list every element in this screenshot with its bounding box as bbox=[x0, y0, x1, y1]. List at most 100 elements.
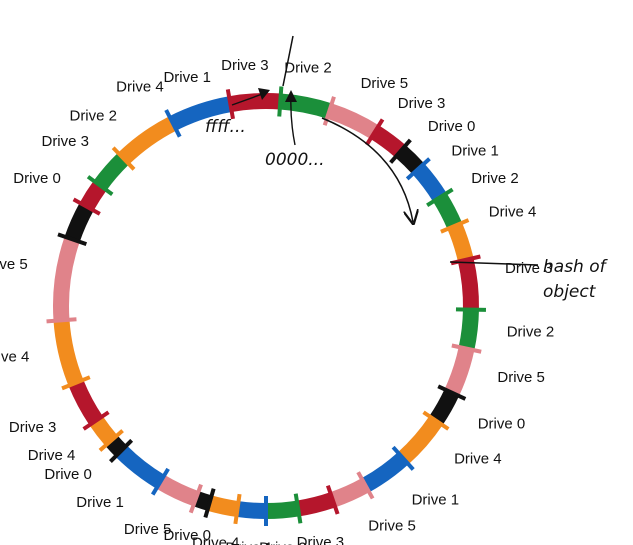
boundary-tick bbox=[46, 317, 77, 324]
drive-label: Drive 3 bbox=[297, 534, 345, 545]
ring-segment-drive-0 bbox=[64, 202, 94, 242]
ring-segment-drive-1 bbox=[115, 445, 165, 489]
object-hash-pointer-line bbox=[449, 261, 539, 266]
boundary-tick bbox=[440, 218, 470, 234]
drive-label: Drive 5 bbox=[368, 517, 416, 534]
drive-label: Drive 5 bbox=[361, 75, 409, 92]
boundary-tick bbox=[72, 197, 101, 216]
ring-segment-drive-4 bbox=[89, 416, 118, 446]
drive-label: Drive 2 bbox=[507, 323, 555, 340]
drive-label: Drive 0 bbox=[163, 527, 211, 544]
drive-label: Drive 4 bbox=[192, 535, 240, 545]
boundary-tick bbox=[61, 375, 91, 391]
boundary-tick bbox=[451, 343, 482, 354]
boundary-tick bbox=[164, 109, 182, 138]
ring-segment-drive-0 bbox=[193, 491, 212, 511]
ring-segment-drive-2 bbox=[279, 93, 332, 119]
drive-label: Drive 5 bbox=[497, 369, 545, 386]
boundary-tick bbox=[277, 86, 284, 117]
ring-segment-drive-1 bbox=[236, 501, 267, 519]
drive-label: Drive 1 bbox=[225, 539, 273, 545]
drive-label: Drive 1 bbox=[451, 142, 499, 159]
ring-segment-drive-0 bbox=[105, 435, 127, 457]
ring-segment-drive-5 bbox=[444, 346, 475, 397]
boundary-tick bbox=[150, 467, 170, 496]
drive-label: Drive 3 bbox=[9, 419, 57, 436]
ring-segment-drive-2 bbox=[433, 193, 463, 230]
ring-segment-drive-4 bbox=[53, 319, 84, 386]
ring-segment-drive-4 bbox=[118, 116, 177, 165]
ring-segment-drive-4 bbox=[207, 495, 239, 517]
ring-segment-drive-3 bbox=[457, 258, 479, 310]
ring-segment-drive-3 bbox=[296, 492, 336, 517]
boundary-tick bbox=[188, 483, 203, 514]
boundary-tick bbox=[389, 138, 412, 164]
drive-label: Drive 5 bbox=[124, 521, 172, 538]
ffff-arrowhead-icon bbox=[258, 88, 270, 100]
drive-label: Drive 4 bbox=[0, 348, 29, 365]
boundary-tick bbox=[98, 429, 124, 452]
boundary-tick bbox=[405, 157, 431, 181]
drive-label: Drive 3 bbox=[398, 95, 446, 112]
boundary-tick bbox=[86, 175, 114, 196]
boundary-tick bbox=[364, 118, 385, 146]
drive-label: Drive 1 bbox=[163, 69, 211, 86]
drive-label: Drive 5 bbox=[0, 256, 28, 273]
ring-segment-drive-5 bbox=[156, 474, 199, 507]
ring-segment-drive-2 bbox=[93, 152, 130, 191]
boundary-tick bbox=[325, 484, 340, 515]
drive-label: Drive 3 bbox=[221, 57, 269, 74]
drive-label: Drive 1 bbox=[76, 494, 124, 511]
drive-label: Drive 4 bbox=[28, 447, 76, 464]
ring-segment-drive-3 bbox=[68, 379, 103, 426]
drive-label: Drive 0 bbox=[428, 118, 476, 135]
max-hash-label: ffff... bbox=[205, 117, 246, 137]
drive-label: Drive 0 bbox=[478, 415, 526, 432]
drive-label: Drive 2 bbox=[259, 539, 307, 545]
boundary-tick bbox=[203, 488, 216, 519]
ring-segment-drive-5 bbox=[53, 236, 80, 321]
ring-segment-drive-2 bbox=[265, 500, 300, 520]
ring-origin-line bbox=[282, 35, 294, 87]
drive-label: Drive 4 bbox=[454, 450, 502, 467]
boundary-tick bbox=[455, 307, 487, 312]
ring-segment-drive-3 bbox=[370, 125, 406, 158]
ring-segment-drive-1 bbox=[361, 452, 409, 493]
ring-segment-drive-5 bbox=[326, 103, 379, 140]
boundary-tick bbox=[111, 146, 136, 171]
drive-label: Drive 0 bbox=[44, 466, 92, 483]
drive-label: Drive 3 bbox=[41, 133, 89, 150]
boundary-tick bbox=[109, 438, 134, 463]
boundary-tick bbox=[82, 410, 110, 431]
boundary-tick bbox=[293, 493, 303, 524]
ring-segment-drive-1 bbox=[169, 96, 232, 131]
drive-label: Drive 0 bbox=[13, 170, 61, 187]
drive-label: Drive 2 bbox=[471, 170, 519, 187]
drive-label: Drive 1 bbox=[412, 491, 460, 508]
ring-segment-drive-1 bbox=[412, 163, 447, 202]
drive-label: Drive 4 bbox=[489, 203, 537, 220]
boundary-tick bbox=[356, 471, 375, 500]
boundary-tick bbox=[225, 88, 235, 120]
boundary-tick bbox=[437, 384, 467, 401]
boundary-tick bbox=[422, 410, 450, 431]
ring-segment-drive-4 bbox=[397, 416, 443, 465]
boundary-tick bbox=[391, 445, 415, 471]
drive-label: Drive 2 bbox=[284, 60, 332, 77]
ring-segment-drive-0 bbox=[429, 389, 460, 426]
ring-segment-drive-3 bbox=[79, 180, 107, 211]
drive-label: Drive 2 bbox=[69, 107, 117, 124]
drive-label: Drive 4 bbox=[116, 79, 164, 96]
boundary-tick bbox=[233, 493, 242, 525]
clockwise-direction-arrow bbox=[321, 117, 413, 222]
min-hash-label: 0000... bbox=[265, 150, 324, 170]
object-hash-label-line1: hash of bbox=[543, 257, 609, 277]
boundary-tick bbox=[57, 232, 88, 247]
ring-segment-drive-5 bbox=[330, 478, 370, 508]
object-hash-label-line2: object bbox=[543, 282, 597, 302]
boundary-tick bbox=[426, 187, 454, 208]
annotations: ffff... 0000... hash of object bbox=[205, 35, 609, 302]
ring-segment-drive-0 bbox=[395, 145, 425, 175]
